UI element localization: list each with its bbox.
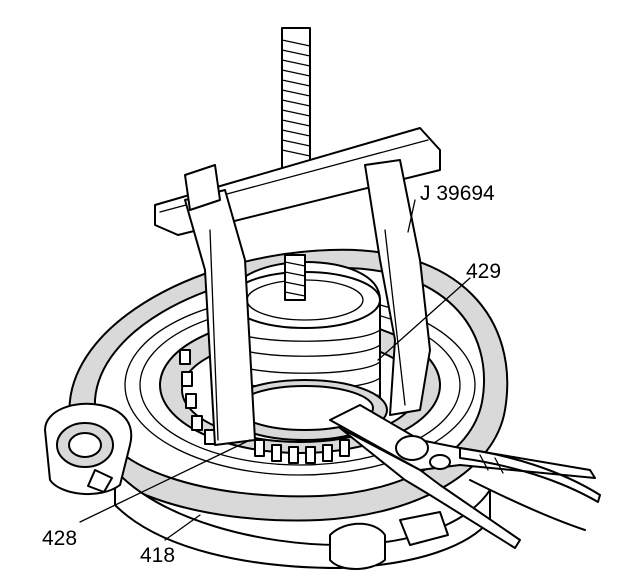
label-ring: 429	[466, 260, 501, 283]
gear-teeth	[179, 349, 350, 464]
label-housing: 418	[140, 544, 175, 567]
snap-ring-pliers	[329, 404, 601, 549]
compressor-tool	[154, 27, 441, 446]
mounting-boss-bottom	[329, 511, 449, 570]
leader-tool	[407, 199, 416, 233]
leader-snap-ring	[79, 439, 251, 523]
leader-lines	[79, 199, 471, 541]
threaded-rod	[281, 27, 311, 301]
mounting-boss-left	[44, 402, 133, 496]
leader-ring	[377, 277, 471, 361]
label-snap-ring: 428	[42, 527, 77, 550]
leader-housing	[164, 514, 201, 541]
label-tool: J 39694	[420, 182, 495, 205]
